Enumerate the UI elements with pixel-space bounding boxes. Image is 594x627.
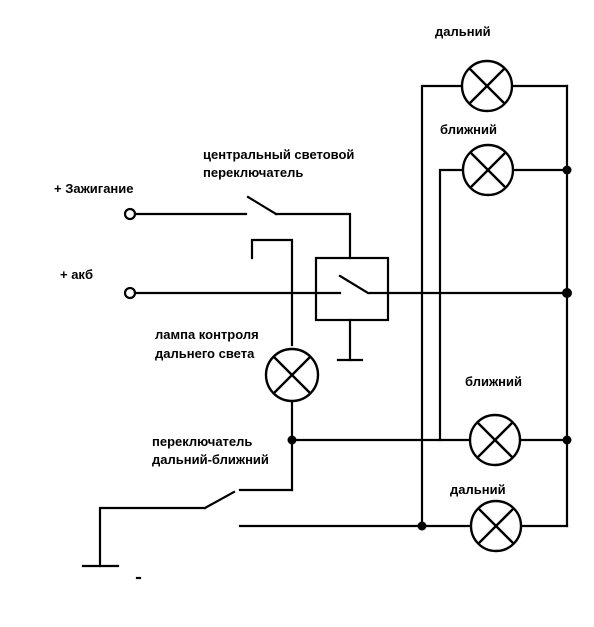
label-central-switch-line2: переключатель <box>203 165 304 180</box>
lamp-low-beam-bottom <box>468 413 522 467</box>
battery-circuit <box>123 286 569 300</box>
label-battery: + акб <box>60 267 93 282</box>
junction-dot <box>287 435 297 445</box>
ignition-terminal <box>123 207 137 221</box>
lamp-low-beam-top <box>461 143 515 197</box>
label-ignition: + Зажигание <box>54 181 134 196</box>
relay <box>314 256 390 362</box>
label-beam-switch-line2: дальний-ближний <box>152 452 269 467</box>
label-beam-switch-line1: переключатель <box>152 434 253 449</box>
ignition-circuit <box>123 195 352 260</box>
low-beam-bus <box>438 168 464 442</box>
label-indicator-line1: лампа контроля <box>155 327 259 342</box>
junction-dot <box>562 165 572 175</box>
central-light-switch-contact <box>246 195 278 216</box>
beam-selector-switch <box>81 488 472 580</box>
label-lamp-high-top: дальний <box>435 24 491 39</box>
label-lamp-low-top: ближний <box>440 122 498 137</box>
lamp-high-beam-indicator <box>264 347 320 403</box>
relay-contact <box>338 274 370 295</box>
label-central-switch-line1: центральный световой <box>203 147 355 162</box>
beam-switch-contact <box>203 490 236 510</box>
battery-terminal <box>123 286 137 300</box>
junction-dot <box>562 435 572 445</box>
label-indicator-line2: дальнего света <box>155 346 255 361</box>
junction-dot <box>562 288 572 298</box>
lamp-high-beam-top <box>460 59 514 113</box>
label-lamp-high-bottom: дальний <box>450 482 506 497</box>
high-beam-bus <box>420 84 464 528</box>
label-lamp-low-bottom: ближний <box>465 374 523 389</box>
lamp-high-beam-bottom <box>469 499 523 553</box>
junction-dot <box>417 521 427 531</box>
